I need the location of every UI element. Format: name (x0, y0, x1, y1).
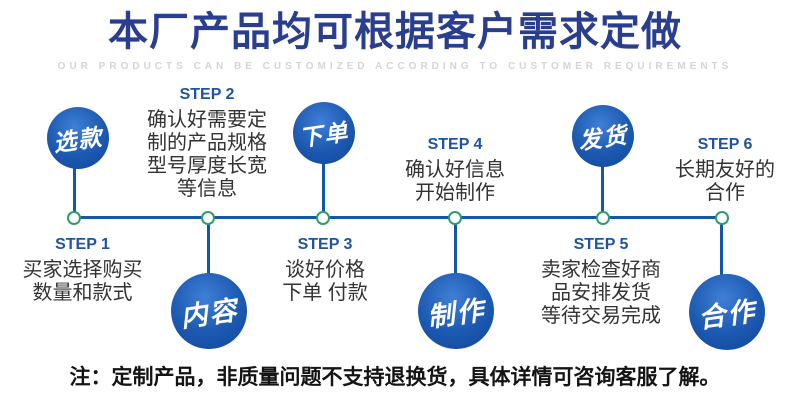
timeline-node-3 (316, 211, 330, 225)
badge-production: 制作 (418, 273, 494, 349)
badge-select-style: 选款 (47, 107, 109, 169)
timeline-line (74, 216, 722, 219)
badge-cooperation-label: 合作 (696, 295, 759, 334)
step-1-body: 买家选择购买 数量和款式 (22, 259, 143, 304)
step-6: STEP 6 长期友好的 合作 (655, 136, 790, 205)
timeline-node-2 (201, 211, 215, 225)
badge-place-order: 下单 (293, 102, 355, 164)
connector-stem-5 (601, 152, 604, 214)
timeline-node-5 (596, 211, 610, 225)
footer-note: 注：定制产品，非质量问题不支持退换货，具体详情可咨询客服了解。 (69, 366, 721, 389)
connector-stem-1 (73, 152, 76, 214)
step-4-body: 确认好信息 开始制作 (405, 159, 505, 204)
step-3-label: STEP 3 (297, 236, 353, 253)
timeline-node-4 (448, 211, 462, 225)
step-2-label: STEP 2 (179, 86, 235, 103)
step-6-body: 长期友好的 合作 (675, 159, 775, 204)
step-2: STEP 2 确认好需要定 制的产品规格 型号厚度长宽 等信息 (132, 86, 282, 201)
step-3-body: 谈好价格 下单 付款 (282, 259, 368, 304)
step-5-body: 卖家检查好商 品安排发货 等待交易完成 (541, 259, 661, 327)
step-1-label: STEP 1 (55, 236, 110, 253)
timeline-node-1 (67, 211, 81, 225)
step-1: STEP 1 买家选择购买 数量和款式 (5, 236, 160, 305)
connector-stem-6 (720, 222, 723, 284)
page-subtitle: OUR PRODUCTS CAN BE CUSTOMIZED ACCORDING… (57, 61, 733, 72)
connector-stem-4 (454, 222, 457, 284)
step-5-label: STEP 5 (573, 236, 629, 253)
step-3: STEP 3 谈好价格 下单 付款 (250, 236, 400, 305)
badge-content-label: 内容 (178, 294, 241, 333)
badge-production-label: 制作 (425, 294, 488, 333)
step-5: STEP 5 卖家检查好商 品安排发货 等待交易完成 (526, 236, 676, 328)
badge-select-style-label: 选款 (51, 123, 105, 157)
timeline-node-6 (715, 211, 729, 225)
badge-shipping-label: 发货 (576, 121, 630, 155)
step-4: STEP 4 确认好信息 开始制作 (380, 136, 530, 205)
badge-place-order-label: 下单 (297, 118, 351, 152)
page-title: 本厂产品均可根据客户需求定做 (108, 10, 682, 54)
badge-content: 内容 (171, 273, 247, 349)
badge-cooperation: 合作 (689, 274, 765, 350)
step-6-label: STEP 6 (697, 136, 753, 153)
badge-shipping: 发货 (572, 105, 634, 167)
connector-stem-2 (207, 222, 210, 284)
step-4-label: STEP 4 (427, 136, 483, 153)
step-2-body: 确认好需要定 制的产品规格 型号厚度长宽 等信息 (147, 109, 267, 200)
connector-stem-3 (322, 150, 325, 214)
